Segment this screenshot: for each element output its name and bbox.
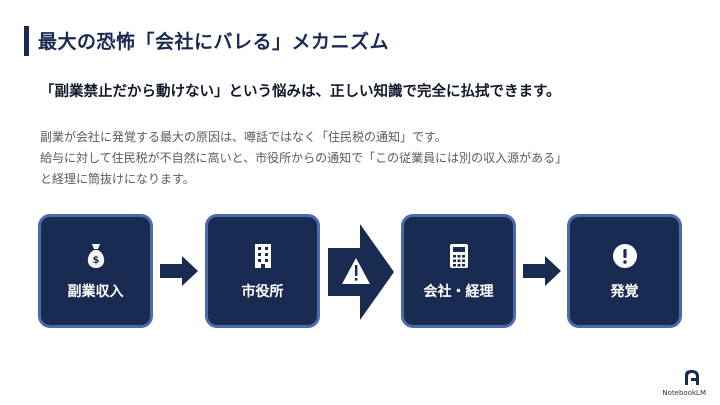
- calculator-icon: [449, 241, 469, 271]
- description-line: と経理に筒抜けになります。: [40, 172, 195, 186]
- flow-box-label: 副業収入: [67, 284, 124, 300]
- notebooklm-logo-icon: [685, 370, 699, 385]
- flow-box-city-hall: 市役所: [205, 214, 320, 328]
- flow-box-discovered: 発覚: [567, 214, 682, 328]
- flow-box-label: 市役所: [241, 284, 284, 300]
- flow-box-label: 会社・経理: [423, 284, 494, 300]
- arrow-right-icon: [523, 256, 561, 286]
- description-line: 給与に対して住民税が不自然に高いと、市役所からの通知で「この従業員には別の収入源…: [40, 151, 568, 165]
- svg-text:$: $: [92, 255, 99, 266]
- title-accent-bar: [24, 26, 29, 56]
- flow-box-label: 発覚: [610, 284, 639, 300]
- money-bag-icon: $: [84, 241, 108, 271]
- notebooklm-logo: NotebookLM: [662, 368, 706, 397]
- arrow-right-icon: [160, 256, 198, 286]
- flow-box-side-income: $ 副業収入: [38, 214, 153, 328]
- page-title: 最大の恐怖「会社にバレる」メカニズム: [38, 31, 390, 53]
- logo-text: NotebookLM: [662, 389, 706, 397]
- subtitle: 「副業禁止だから動けない」という悩みは、正しい知識で完全に払拭できます。: [40, 84, 561, 100]
- description: 副業が会社に発覚する最大の原因は、噂話ではなく「住民税の通知」です。 給与に対し…: [40, 127, 567, 190]
- flow-box-company-accounting: 会社・経理: [401, 214, 516, 328]
- description-line: 副業が会社に発覚する最大の原因は、噂話ではなく「住民税の通知」です。: [40, 130, 447, 144]
- alert-circle-icon: [612, 241, 638, 271]
- building-icon: [253, 241, 273, 271]
- warning-arrow-icon: [328, 224, 394, 320]
